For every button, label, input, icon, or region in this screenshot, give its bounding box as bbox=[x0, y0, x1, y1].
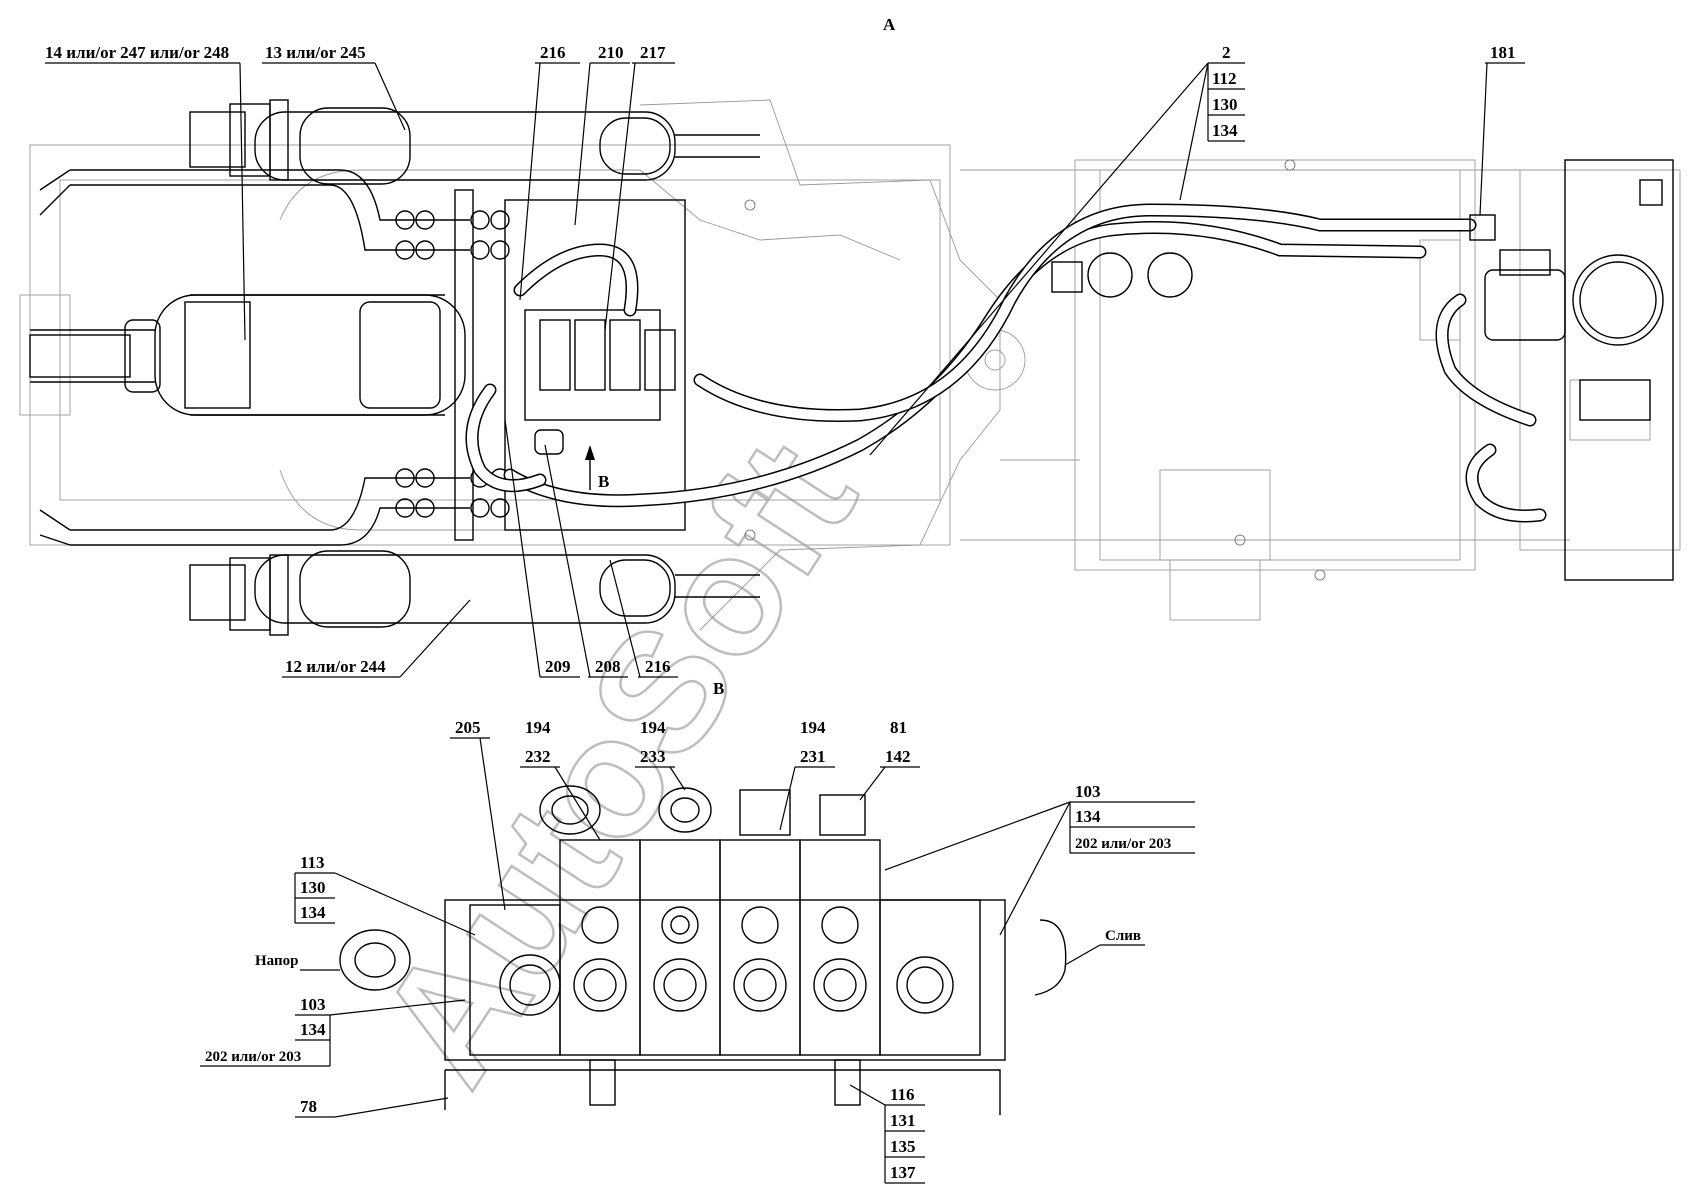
callout-113: 113 bbox=[300, 853, 325, 872]
callout-194-c: 194 bbox=[800, 718, 826, 737]
valve-mount-plate bbox=[504, 199, 686, 531]
view-b-arrow-label: B bbox=[598, 472, 609, 491]
callout-103-left: 103 bbox=[300, 995, 326, 1014]
callouts-detail-b: 205 194 232 194 233 194 231 81 142 103 1… bbox=[200, 718, 1195, 1184]
view-a-label: A bbox=[883, 15, 896, 34]
callout-131: 131 bbox=[890, 1111, 916, 1130]
callout-134-right: 134 bbox=[1075, 807, 1101, 826]
valve-block-detail bbox=[339, 785, 1067, 1115]
callout-209: 209 bbox=[545, 657, 571, 676]
callout-stack-2: 2 112 130 134 bbox=[869, 43, 1245, 456]
callout-13-245: 13 или/or 245 bbox=[265, 43, 366, 62]
cylinder-upper bbox=[189, 99, 760, 185]
callout-130: 130 bbox=[1212, 95, 1238, 114]
callout-81: 81 bbox=[890, 718, 907, 737]
callout-205: 205 bbox=[455, 718, 481, 737]
callout-202-203-left: 202 или/or 203 bbox=[205, 1049, 301, 1065]
callout-232: 232 bbox=[525, 747, 551, 766]
callout-2: 2 bbox=[1222, 43, 1231, 62]
coupler-icon bbox=[395, 210, 510, 518]
callout-112: 112 bbox=[1212, 69, 1237, 88]
callout-216-top: 216 bbox=[540, 43, 566, 62]
callout-231: 231 bbox=[800, 747, 826, 766]
callout-103-right: 103 bbox=[1075, 782, 1101, 801]
label-drain: Слив bbox=[1105, 928, 1141, 944]
callout-134-left: 134 bbox=[300, 903, 326, 922]
callout-130-left: 130 bbox=[300, 878, 326, 897]
cylinder-lower bbox=[189, 550, 760, 636]
callout-135: 135 bbox=[890, 1137, 916, 1156]
main-hoses bbox=[465, 203, 1547, 523]
callout-14-247-248: 14 или/or 247 или/or 248 bbox=[45, 43, 229, 62]
callout-137: 137 bbox=[890, 1163, 916, 1182]
callout-194-b: 194 bbox=[640, 718, 666, 737]
view-b-title: B bbox=[713, 679, 724, 698]
callout-142: 142 bbox=[885, 747, 911, 766]
callout-217: 217 bbox=[640, 43, 666, 62]
arrow-icon bbox=[585, 445, 595, 460]
callout-116: 116 bbox=[890, 1085, 915, 1104]
cylinder-center bbox=[29, 294, 466, 416]
callout-12-244: 12 или/or 244 bbox=[285, 657, 386, 676]
callout-216-bottom: 216 bbox=[645, 657, 671, 676]
callout-181: 181 bbox=[1490, 43, 1516, 62]
callout-134: 134 bbox=[1212, 121, 1238, 140]
hydraulic-tank bbox=[1564, 159, 1674, 581]
callout-202-203-right: 202 или/or 203 bbox=[1075, 836, 1171, 852]
callout-78: 78 bbox=[300, 1097, 317, 1116]
callout-134-left-b: 134 bbox=[300, 1020, 326, 1039]
callouts-upper: 14 или/or 247 или/or 248 13 или/or 245 2… bbox=[45, 43, 1525, 678]
callout-194-a: 194 bbox=[525, 718, 551, 737]
callout-233: 233 bbox=[640, 747, 666, 766]
coupler-lines bbox=[39, 169, 510, 546]
callout-208: 208 bbox=[595, 657, 621, 676]
callout-210: 210 bbox=[598, 43, 624, 62]
label-pressure: Напор bbox=[255, 953, 298, 969]
